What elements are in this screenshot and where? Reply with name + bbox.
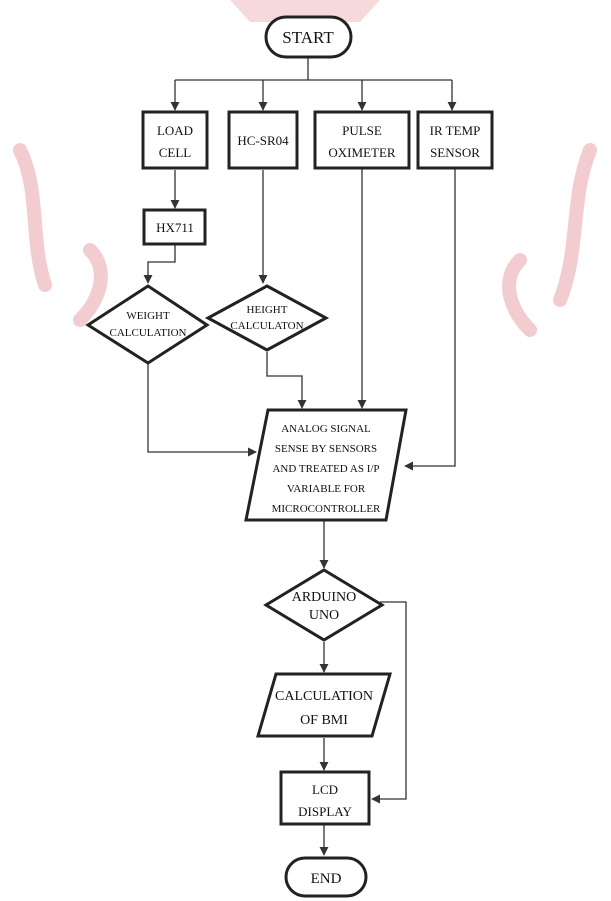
hc-sr04-label: HC-SR04 [237, 133, 289, 148]
load-cell-box: LOAD CELL [141, 110, 209, 170]
connectors [143, 58, 457, 856]
connector-ir-temp-to-analog [404, 168, 456, 471]
background-watermark [13, 0, 597, 337]
connector-weight-to-analog [147, 364, 257, 457]
connector-height-to-analog [266, 352, 307, 409]
analog-label-line5: MICROCONTROLLER [272, 503, 381, 515]
bmi-label-line2: OF BMI [300, 713, 348, 728]
lcd-display-box: LCD DISPLAY [279, 770, 371, 826]
arduino-label-line2: UNO [309, 608, 339, 623]
weight-label-line2: CALCULATION [110, 327, 187, 339]
height-label-line1: HEIGHT [247, 304, 288, 316]
end-label: END [311, 871, 342, 887]
connector-hx711-to-weight [143, 244, 176, 284]
hc-sr04-box: HC-SR04 [227, 110, 299, 170]
pulse-oximeter-label-line2: OXIMETER [328, 145, 395, 160]
start-label: START [282, 28, 334, 47]
lcd-label-line2: DISPLAY [298, 804, 352, 819]
ir-temp-label-line2: SENSOR [430, 145, 480, 160]
weight-calculation-diamond: WEIGHT CALCULATION [85, 284, 210, 365]
height-calculation-diamond: HEIGHT CALCULATON [204, 284, 330, 352]
pulse-oximeter-box: PULSE OXIMETER [313, 110, 411, 170]
end-terminal: END [284, 856, 368, 898]
ir-temp-label-line1: IR TEMP [430, 123, 481, 138]
hx711-label: HX711 [156, 220, 194, 235]
analog-label-line1: ANALOG SIGNAL [281, 423, 371, 435]
analog-label-line3: AND TREATED AS I/P [272, 463, 379, 475]
bmi-parallelogram: CALCULATION OF BMI [256, 672, 392, 738]
lcd-label-line1: LCD [312, 782, 338, 797]
load-cell-label-line2: CELL [159, 145, 192, 160]
arduino-label-line1: ARDUINO [292, 590, 357, 605]
arduino-uno-diamond: ARDUINO UNO [263, 568, 385, 642]
load-cell-label-line1: LOAD [157, 123, 193, 138]
pulse-oximeter-label-line1: PULSE [342, 123, 382, 138]
analog-label-line2: SENSE BY SENSORS [275, 443, 377, 455]
connector-arduino-bypass-to-lcd [371, 601, 407, 804]
hx711-box: HX711 [142, 208, 207, 246]
ir-temp-sensor-box: IR TEMP SENSOR [416, 110, 494, 170]
start-terminal: START [264, 15, 353, 59]
height-label-line2: CALCULATON [230, 320, 303, 332]
bmi-label-line1: CALCULATION [275, 689, 373, 704]
analog-signal-parallelogram: ANALOG SIGNAL SENSE BY SENSORS AND TREAT… [244, 408, 408, 522]
analog-label-line4: VARIABLE FOR [287, 483, 366, 495]
weight-label-line1: WEIGHT [126, 310, 170, 322]
